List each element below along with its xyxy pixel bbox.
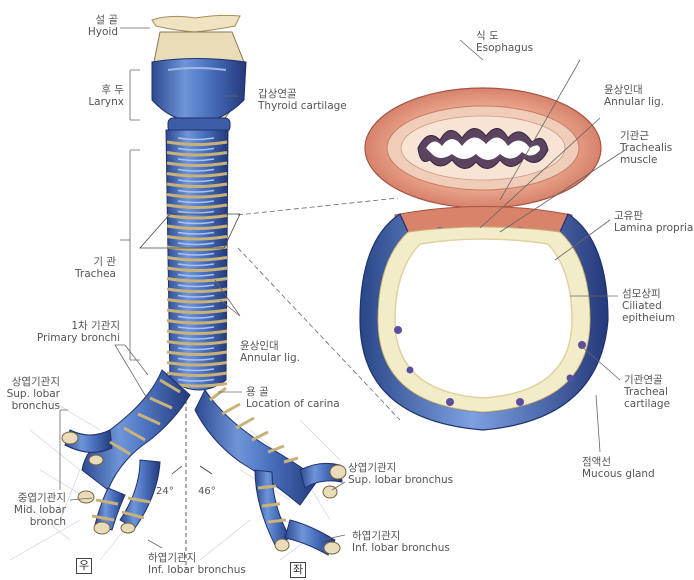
hyoid-bone bbox=[152, 15, 240, 32]
left-side-marker: 좌 bbox=[290, 562, 306, 578]
tracheal-ring-section bbox=[360, 214, 608, 430]
left-angle-label: 46° bbox=[198, 486, 216, 498]
trachea-rings bbox=[166, 130, 228, 390]
esophagus-section bbox=[365, 88, 601, 208]
right-angle-label: 24° bbox=[156, 486, 174, 498]
right-side-marker: 우 bbox=[76, 558, 92, 574]
